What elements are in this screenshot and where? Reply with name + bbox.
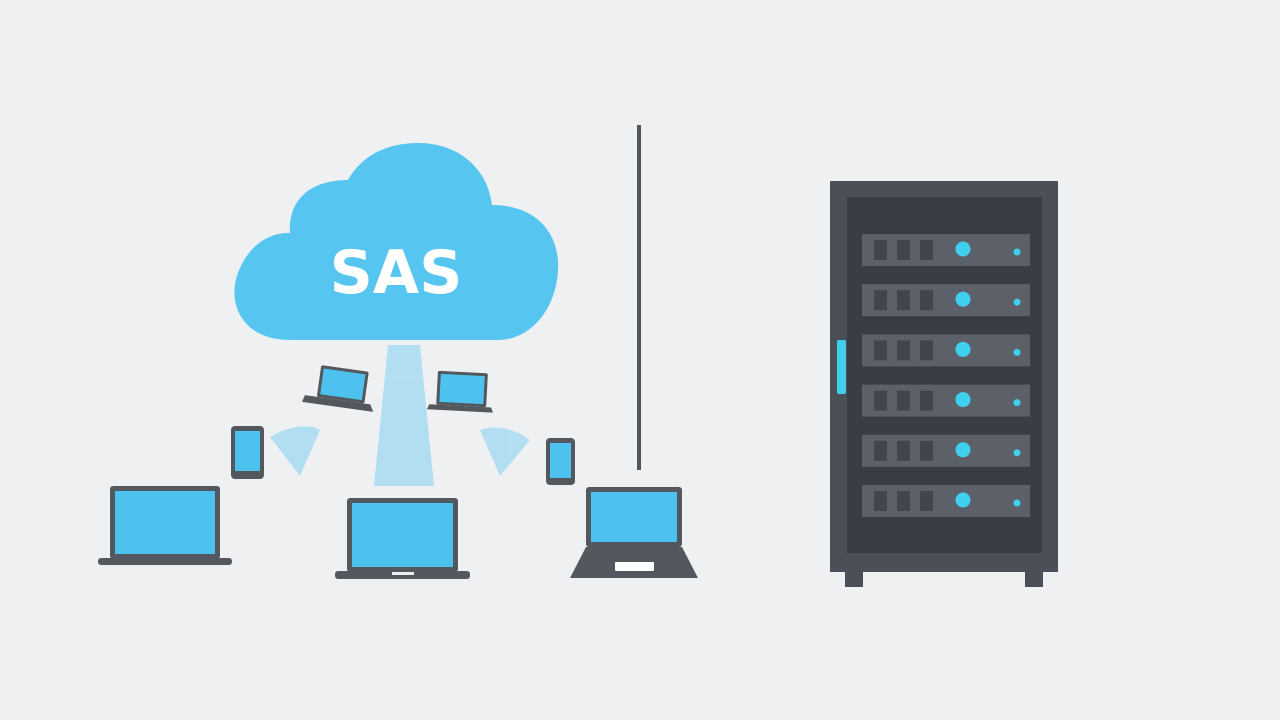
laptop-trackpad [392,572,414,575]
server-unit-body [862,334,1030,367]
server-unit [862,234,1030,266]
signal-beam-center [374,345,434,486]
activity-led-icon [1013,499,1021,507]
laptop-base [98,558,232,565]
server-drive-slot [920,340,933,361]
phone-right [546,438,575,485]
rack-foot-left [845,568,863,587]
cloud-label: SAS [330,238,463,308]
activity-led-icon [1013,399,1021,407]
laptop-small-left [301,365,374,412]
status-led-icon [955,392,971,408]
server-drive-slot [897,440,910,461]
server-unit [862,384,1030,417]
laptop-screen [115,491,215,554]
laptop-screen [320,368,366,401]
laptop-small-right [426,370,493,413]
phone-left [231,426,264,479]
laptop-screen [439,373,485,405]
status-led-icon [955,241,971,257]
server-drive-slot [920,240,933,260]
server-unit [862,284,1030,317]
server-unit-body [862,234,1030,266]
server-drive-slot [897,240,910,260]
activity-led-icon [1013,449,1021,457]
server-drive-slot [874,340,887,361]
laptop-base [301,395,374,412]
server-drive-slot [874,491,887,511]
server-units [862,234,1030,517]
status-led-icon [955,341,971,357]
server-drive-slot [897,390,910,411]
server-drive-slot [874,390,887,411]
server-drive-slot [920,491,933,511]
signal-beams [270,345,530,486]
laptop-base [426,404,493,413]
server-drive-slot [874,240,887,260]
server-drive-slot [920,440,933,461]
server-unit [862,334,1030,367]
signal-beam-right [480,427,530,476]
server-drive-slot [874,440,887,461]
server-drive-slot [897,340,910,361]
server-unit [862,485,1030,517]
server-unit [862,434,1030,467]
server-drive-slot [920,290,933,311]
status-led-icon [955,442,971,458]
server-drive-slot [897,491,910,511]
status-led-icon [955,492,971,508]
signal-beam-left [270,426,320,476]
phone-screen [235,431,260,471]
laptop-center [335,498,470,579]
server-unit-body [862,485,1030,517]
phone-screen [550,443,571,478]
cloud: SAS [234,143,559,340]
activity-led-icon [1013,348,1021,356]
laptop-right [570,487,698,578]
server-rack [830,181,1058,587]
server-unit-body [862,434,1030,467]
server-drive-slot [897,290,910,311]
server-drive-slot [920,390,933,411]
rack-foot-right [1025,568,1043,587]
laptop-screen [352,503,453,567]
activity-led-icon [1013,248,1021,256]
laptop-screen [591,492,677,542]
server-drive-slot [874,290,887,311]
server-unit-body [862,384,1030,417]
laptop-left [98,486,232,565]
rack-handle [837,340,846,394]
status-led-icon [955,291,971,307]
activity-led-icon [1013,298,1021,306]
server-unit-body [862,284,1030,317]
cloud-shape [234,143,559,340]
laptop-trackpad [615,562,654,571]
